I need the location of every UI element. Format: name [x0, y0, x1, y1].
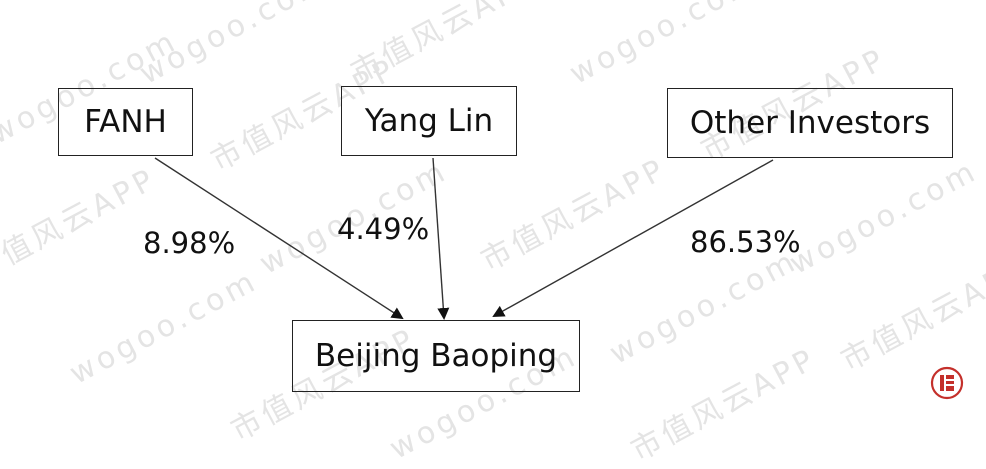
node-other-investors: Other Investors [667, 88, 953, 158]
node-yang-lin-label: Yang Lin [364, 103, 494, 139]
arrow-yanglin-to-target [432, 157, 450, 320]
watermark-logo-icon [930, 366, 964, 400]
arrows-layer [154, 157, 774, 320]
arrow-others-to-target [492, 159, 774, 317]
edge-fanh-percentage: 8.98% [143, 226, 236, 260]
node-yang-lin: Yang Lin [341, 86, 517, 156]
node-fanh-label: FANH [84, 104, 167, 140]
node-beijing-baoping-label: Beijing Baoping [314, 338, 558, 374]
node-beijing-baoping: Beijing Baoping [292, 320, 580, 392]
node-fanh: FANH [58, 88, 193, 156]
edge-yang-lin-percentage: 4.49% [337, 212, 430, 246]
node-other-investors-label: Other Investors [689, 105, 931, 141]
edge-other-investors-percentage: 86.53% [690, 225, 801, 259]
arrow-fanh-to-target [154, 157, 404, 320]
